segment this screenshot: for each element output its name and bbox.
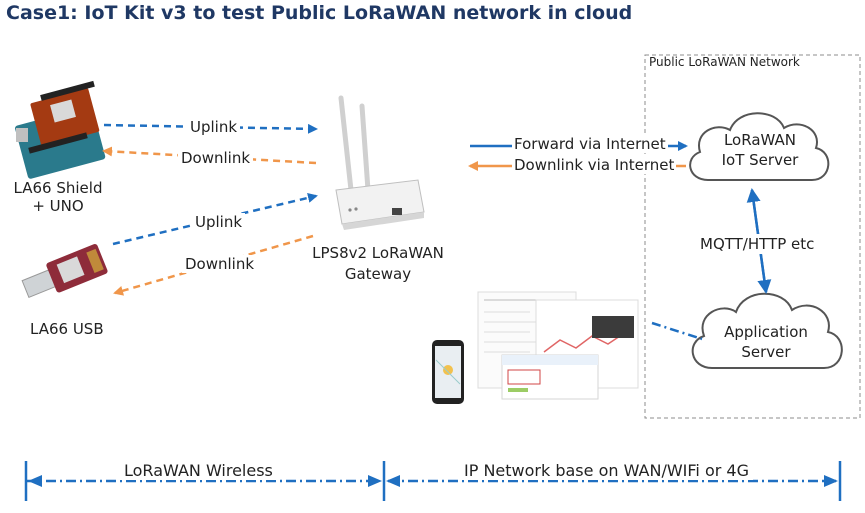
ip-network-label: IP Network base on WAN/WIFi or 4G (460, 461, 753, 480)
uplink-shield-label: Uplink (187, 118, 241, 136)
public-network-label: Public LoRaWAN Network (649, 55, 800, 69)
page-title: Case1: IoT Kit v3 to test Public LoRaWAN… (6, 2, 633, 24)
gateway-image (335, 95, 425, 230)
downlink-shield-label: Downlink (178, 149, 254, 167)
app-connection-line (651, 321, 703, 341)
downlink-internet-label: Downlink via Internet (512, 156, 677, 174)
downlink-usb-arrow (113, 234, 314, 296)
phone-image (432, 340, 464, 404)
shield-label: LA66 Shield + UNO (13, 179, 103, 215)
la66-shield-image (15, 80, 106, 179)
forward-internet-label: Forward via Internet (512, 135, 668, 153)
iot-server-cloud (689, 112, 830, 181)
downlink-usb-label: Downlink (182, 255, 258, 273)
la66-usb-image (21, 244, 108, 299)
iot-server-label: LoRaWAN IoT Server (721, 131, 799, 169)
app-server-cloud (691, 292, 843, 369)
usb-label: LA66 USB (30, 320, 104, 338)
dashboard-image (477, 291, 639, 400)
app-server-label: Application Server (724, 323, 808, 361)
wireless-label: LoRaWAN Wireless (120, 461, 277, 480)
public-network-box (644, 54, 861, 419)
gateway-label: LPS8v2 LoRaWAN Gateway (312, 244, 444, 283)
uplink-usb-label: Uplink (192, 213, 246, 231)
mqtt-label: MQTT/HTTP etc (698, 234, 817, 254)
uplink-usb-arrow (112, 192, 318, 246)
